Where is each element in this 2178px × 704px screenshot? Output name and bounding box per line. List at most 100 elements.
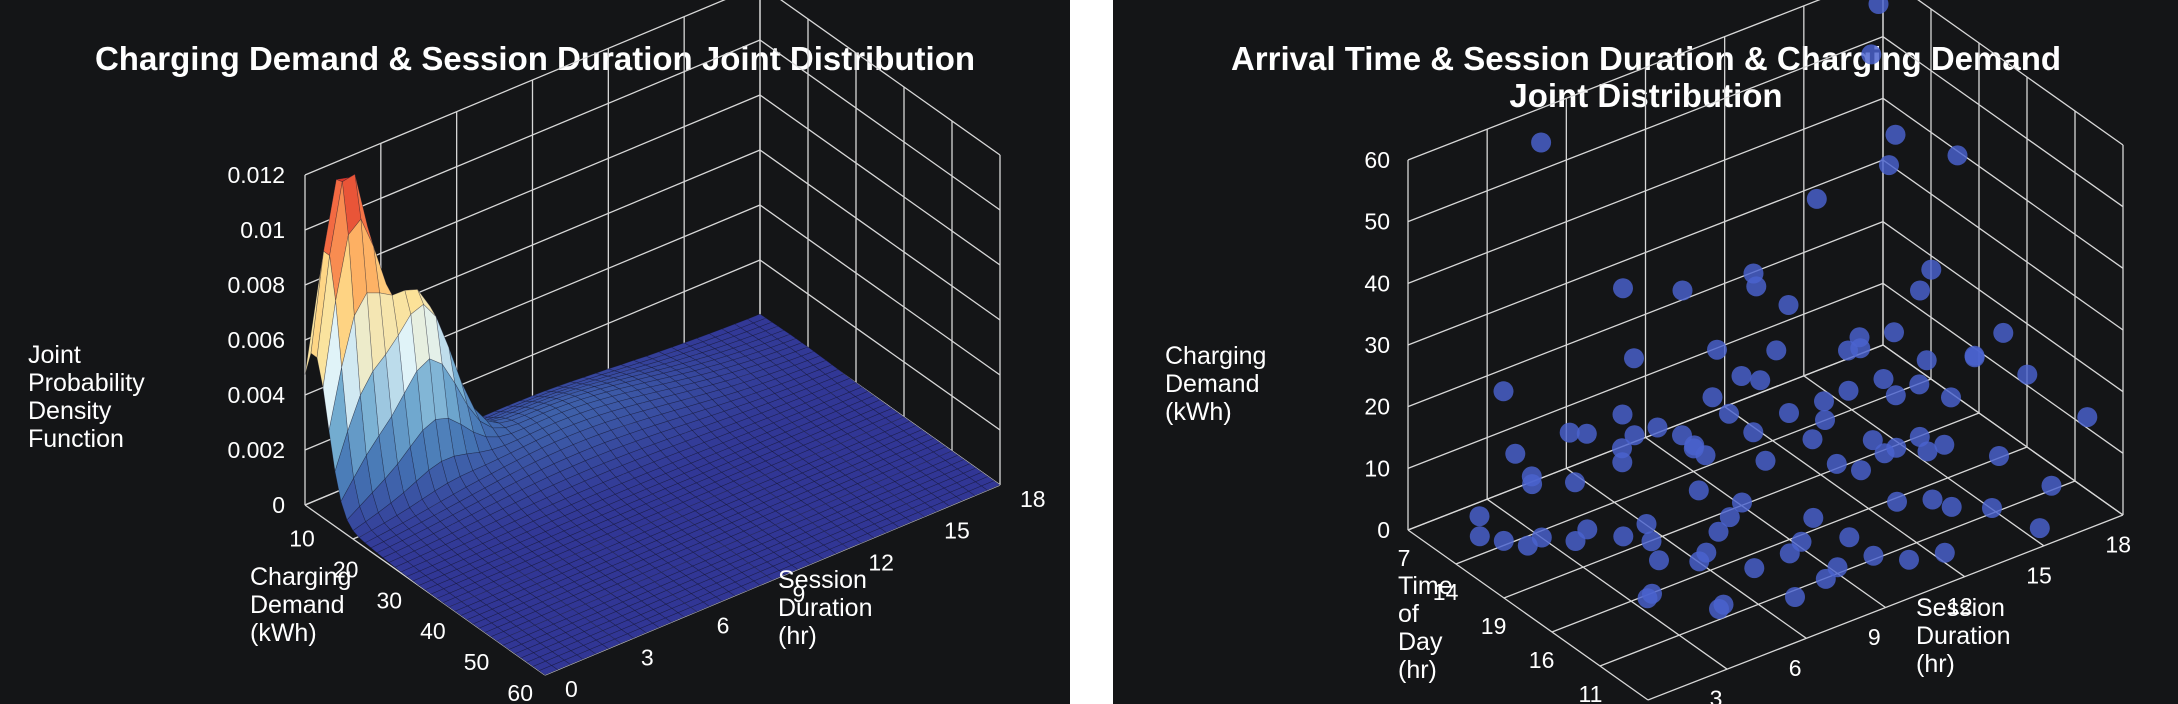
x-tick-label: 50 xyxy=(464,649,490,675)
surface-cell xyxy=(727,585,748,597)
z-tick-label: 0 xyxy=(1377,517,1390,543)
scatter-point xyxy=(2041,475,2062,496)
surface-cell xyxy=(854,533,875,544)
axis-labels: JointProbabilityDensityFunctionChargingD… xyxy=(28,341,873,650)
scatter-point xyxy=(1868,0,1889,14)
scatter-point xyxy=(1469,506,1490,527)
scatter-point xyxy=(1806,188,1827,209)
chart-title: Charging Demand & Session Duration Joint… xyxy=(95,40,975,77)
scatter-point xyxy=(1922,489,1943,510)
y-tick-label: 3 xyxy=(1710,686,1723,704)
scatter-point xyxy=(1887,491,1907,512)
scatter-point xyxy=(1879,155,1899,176)
x-tick-label: 20 xyxy=(333,556,359,582)
grid-line xyxy=(1551,446,2028,633)
surface-cell xyxy=(639,622,660,634)
surface-cell xyxy=(968,485,989,496)
scatter-point xyxy=(1934,542,1955,563)
surface-cell xyxy=(904,512,925,523)
surface-cell xyxy=(576,649,597,660)
y-axis-label: Duration xyxy=(778,594,873,622)
grid-line xyxy=(1882,221,2124,393)
grid-line xyxy=(1803,375,2045,547)
grid-line xyxy=(1565,467,1807,639)
y-tick-label: 12 xyxy=(868,549,894,575)
scatter-point xyxy=(1874,443,1895,464)
surface-cell xyxy=(677,607,698,618)
grid-line xyxy=(1882,97,2124,269)
surface-cell xyxy=(803,554,824,565)
scatter-point xyxy=(1576,423,1597,444)
scatter-point xyxy=(1719,507,1740,528)
y-tick-label: 3 xyxy=(641,644,654,670)
surface-cell xyxy=(841,538,862,549)
z-tick-label: 0.012 xyxy=(227,162,285,188)
y-axis-label: (hr) xyxy=(778,622,817,650)
tick-labels: 00.0020.0040.0060.0080.010.0121020304050… xyxy=(227,162,1045,704)
surface-cell xyxy=(778,564,799,576)
scatter-point xyxy=(1884,322,1904,343)
x-tick-label: 30 xyxy=(376,587,402,613)
scatter-point xyxy=(1565,531,1586,551)
grid-line xyxy=(759,259,1001,431)
y-tick-label: 0 xyxy=(565,676,578,702)
surface-cell xyxy=(740,580,761,591)
grid-line xyxy=(1407,221,1884,408)
surface-cell xyxy=(690,601,710,613)
z-tick-label: 20 xyxy=(1364,394,1390,420)
scatter-point xyxy=(1826,453,1847,474)
grid-line xyxy=(1407,344,1884,531)
surface-cell xyxy=(652,617,673,628)
x-axis-label: Charging xyxy=(250,563,351,591)
y-tick-label: 18 xyxy=(1020,486,1046,512)
scatter-point xyxy=(1746,276,1767,297)
scatter-point xyxy=(1947,145,1968,166)
axis-grid xyxy=(1407,0,2124,701)
scatter-point xyxy=(1684,435,1705,456)
scatter-point xyxy=(1934,434,1955,455)
scatter-point xyxy=(1909,374,1930,395)
y-axis-label: Session xyxy=(1916,594,2005,622)
grid-line xyxy=(1917,0,2124,146)
y-axis-label: (hr) xyxy=(1916,650,1955,678)
x-axis-label: Demand xyxy=(250,591,345,619)
y-tick-label: 6 xyxy=(717,613,730,639)
scatter-point xyxy=(1702,387,1723,408)
scatter-point xyxy=(1921,259,1942,280)
surface-chart: Charging Demand & Session Duration Joint… xyxy=(28,0,1046,704)
scatter-point xyxy=(2029,518,2050,539)
scatter-point xyxy=(1755,450,1776,471)
scatter-point xyxy=(1732,492,1752,513)
scatter-chart: Arrival Time & Session Duration & Chargi… xyxy=(1165,0,2131,704)
scatter-point xyxy=(1814,391,1834,412)
grid-line xyxy=(759,204,1001,376)
scatter-point xyxy=(1612,438,1632,459)
scatter-point xyxy=(1815,410,1835,430)
scatter-point xyxy=(1719,403,1739,424)
grid-line xyxy=(1647,514,2124,701)
scatter-point xyxy=(1803,507,1824,528)
scatter-point xyxy=(1709,599,1729,619)
scatter-points xyxy=(1469,0,2098,619)
z-tick-label: 0.006 xyxy=(227,327,285,353)
scatter-point xyxy=(1941,496,1962,517)
scatter-point xyxy=(1838,380,1859,401)
surface-cell xyxy=(538,665,559,676)
surface-cell xyxy=(753,575,774,586)
x-tick-label: 19 xyxy=(1481,613,1507,639)
x-tick-label: 7 xyxy=(1398,545,1411,571)
axis-labels: ChargingDemand(kWh)TimeofDay(hr)SessionD… xyxy=(1165,342,2011,684)
grid-line xyxy=(759,39,1001,211)
scatter-point xyxy=(1993,322,2014,343)
scatter-point xyxy=(1779,543,1800,564)
grid-line xyxy=(759,149,1001,321)
scatter-point xyxy=(1766,340,1787,361)
y-tick-label: 18 xyxy=(2105,531,2131,557)
y-axis-label: Duration xyxy=(1916,622,2011,650)
grid-line xyxy=(304,504,546,676)
z-axis-label: Probability xyxy=(28,369,145,397)
x-axis-label: of xyxy=(1398,600,1419,628)
scatter-point xyxy=(1964,347,1985,368)
grid-line xyxy=(1407,97,1884,284)
